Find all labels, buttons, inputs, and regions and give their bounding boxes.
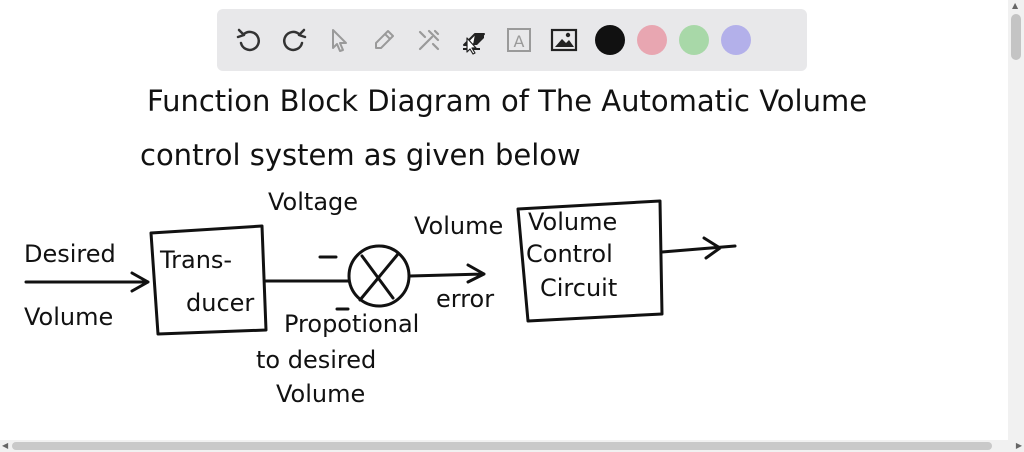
pen-button[interactable] xyxy=(366,22,402,58)
image-button[interactable] xyxy=(546,22,582,58)
summing-cross xyxy=(358,252,400,302)
error-arrow xyxy=(408,263,486,284)
scroll-right-arrow-icon[interactable]: ▶ xyxy=(1015,441,1022,450)
title-line-1: Function Block Diagram of The Automatic … xyxy=(147,84,868,118)
output-arrow xyxy=(660,236,737,260)
vertical-scroll-thumb[interactable] xyxy=(1011,14,1021,60)
proportional-label-2: to desired xyxy=(256,346,377,374)
control-circuit-label-3: Circuit xyxy=(540,274,618,302)
mouse-cursor-icon xyxy=(466,37,477,55)
scroll-left-arrow-icon[interactable]: ◀ xyxy=(2,441,9,450)
color-swatch-lavender[interactable] xyxy=(721,25,751,55)
diagram-strokes xyxy=(24,199,737,336)
redo-button[interactable] xyxy=(276,22,312,58)
horizontal-scrollbar[interactable]: ◀ ▶ xyxy=(0,440,1024,452)
select-pointer-icon xyxy=(332,29,347,52)
pen-icon xyxy=(375,30,394,49)
tools-icon xyxy=(418,29,440,51)
text-box-icon: A xyxy=(507,28,531,52)
redo-icon xyxy=(283,28,307,52)
undo-icon xyxy=(236,28,260,52)
control-circuit-label-2: Control xyxy=(526,240,613,268)
transducer-block xyxy=(149,224,268,336)
undo-button[interactable] xyxy=(231,22,267,58)
scroll-up-arrow-icon[interactable]: ▲ xyxy=(1012,1,1019,10)
tools-button[interactable] xyxy=(411,22,447,58)
color-swatch-green[interactable] xyxy=(679,25,709,55)
select-button[interactable] xyxy=(321,22,357,58)
text-button[interactable]: A xyxy=(501,22,537,58)
transducer-label-1: Trans- xyxy=(160,246,233,274)
color-swatch-black[interactable] xyxy=(595,25,625,55)
horizontal-scroll-thumb[interactable] xyxy=(12,442,992,450)
input-arrow xyxy=(24,271,150,293)
color-swatch-pink[interactable] xyxy=(637,25,667,55)
title-line-2: control system as given below xyxy=(140,138,581,172)
input-label-volume: Volume xyxy=(24,303,114,331)
control-circuit-block xyxy=(516,199,664,323)
control-circuit-label-1: Volume xyxy=(528,208,618,236)
volume-error-label-2: error xyxy=(436,285,495,313)
voltage-label: Voltage xyxy=(268,188,359,216)
transducer-label-2: ducer xyxy=(186,289,255,317)
proportional-label-1: Propotional xyxy=(284,310,420,338)
whiteboard-canvas[interactable]: Function Block Diagram of The Automatic … xyxy=(0,0,1008,440)
proportional-label-3: Volume xyxy=(276,380,366,408)
text-box-glyph: A xyxy=(514,32,525,51)
volume-error-label-1: Volume xyxy=(414,212,504,240)
drawing-toolbar: A xyxy=(217,9,807,71)
image-icon xyxy=(550,28,578,52)
vertical-scrollbar[interactable]: ▲ xyxy=(1008,0,1024,440)
input-label-desired: Desired xyxy=(24,240,116,268)
